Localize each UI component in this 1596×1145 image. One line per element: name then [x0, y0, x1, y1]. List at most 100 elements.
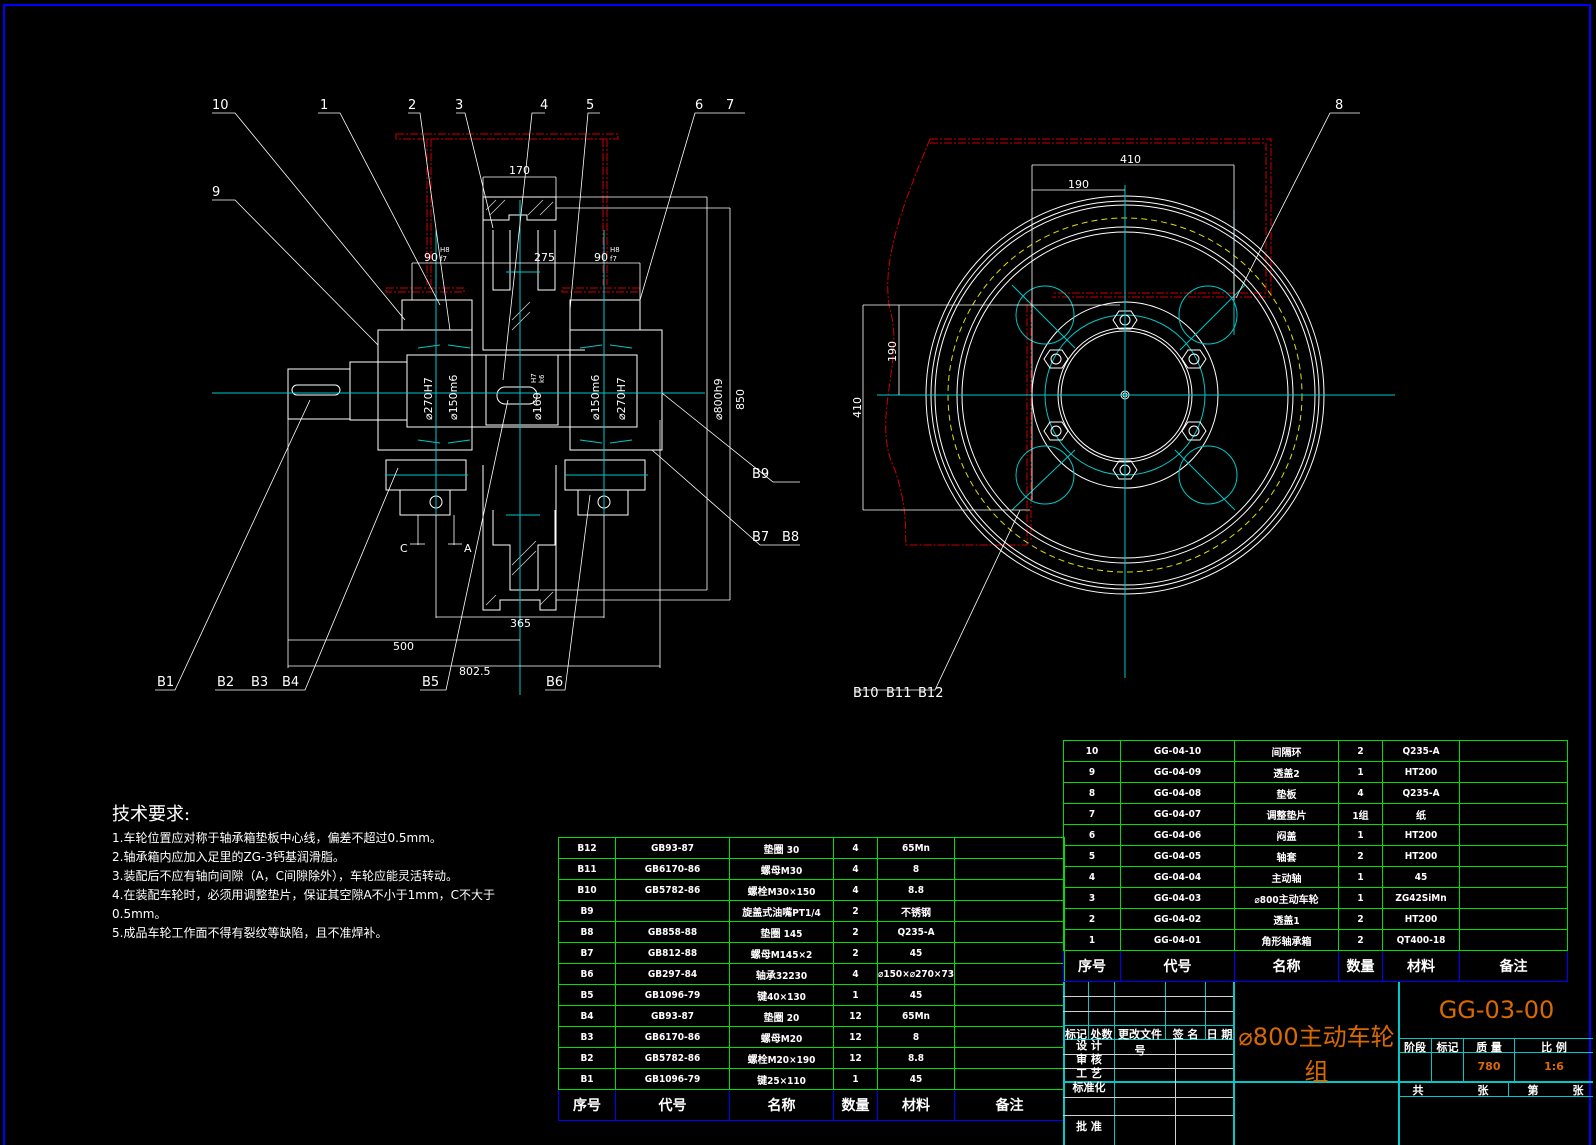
cell-name: 透盖1 [1234, 908, 1339, 930]
cell-code: GG-04-09 [1120, 761, 1235, 783]
std-label-b11: B11 [886, 686, 911, 701]
std-label-b2: B2 [217, 675, 234, 690]
sheet-no-label: 第 [1527, 1084, 1539, 1097]
gap-a-label: A [464, 542, 472, 555]
cell-qty: 2 [1338, 929, 1383, 951]
cell-note [1459, 908, 1568, 930]
cell-material: 65Mn [877, 837, 955, 859]
cell-note [1459, 824, 1568, 846]
dim-150m6-left: ⌀150m6 [447, 375, 460, 420]
cell-no: B12 [558, 837, 616, 859]
cell-note [954, 963, 1065, 985]
cell-note [954, 1026, 1065, 1048]
rev-header-count: 处数 [1090, 1028, 1113, 1041]
cell-material: HT200 [1382, 761, 1460, 783]
column-header: 代号 [1120, 950, 1235, 982]
cell-note [1459, 866, 1568, 888]
cell-note [954, 1068, 1065, 1090]
cell-name: 调整垫片 [1234, 803, 1339, 825]
bearing-box-right [564, 299, 663, 516]
cell-code: GG-04-02 [1120, 908, 1235, 930]
cell-note [1459, 761, 1568, 783]
sheet-no-suffix: 张 [1572, 1084, 1584, 1097]
dim-500: 500 [393, 640, 414, 653]
cell-qty: 4 [833, 837, 878, 859]
dimension-lines-front [287, 176, 731, 668]
cell-code: GB93-87 [615, 1005, 730, 1027]
column-header: 材料 [877, 1089, 955, 1121]
cell-code: GB6170-86 [615, 858, 730, 880]
cell-material: ⌀150×⌀270×73 [877, 963, 955, 985]
cell-no: 3 [1063, 887, 1121, 909]
cell-no: B2 [558, 1047, 616, 1069]
cell-no: B3 [558, 1026, 616, 1048]
cell-qty: 1 [1338, 887, 1383, 909]
cell-code: GG-04-01 [1120, 929, 1235, 951]
role-design: 设 计 [1076, 1039, 1102, 1052]
cell-code: GB6170-86 [615, 1026, 730, 1048]
mass-label: 质 量 [1476, 1041, 1502, 1054]
cell-no: B5 [558, 984, 616, 1006]
cell-name: 螺母M145×2 [729, 942, 834, 964]
tech-requirements-title: 技术要求: [112, 804, 191, 825]
drawing-number: GG-03-00 [1438, 996, 1555, 1024]
cell-name: 键25×110 [729, 1068, 834, 1090]
cell-note [954, 1005, 1065, 1027]
cell-material: ZG42SiMn [1382, 887, 1460, 909]
cell-name: 螺母M30 [729, 858, 834, 880]
std-label-b1: B1 [157, 675, 174, 690]
cell-qty: 4 [833, 963, 878, 985]
dim-270H7-left: ⌀270H7 [422, 377, 435, 420]
dim-365: 365 [510, 617, 531, 630]
cell-material: 不锈钢 [877, 900, 955, 922]
dim-850: 850 [734, 389, 747, 410]
cell-qty: 4 [833, 879, 878, 901]
column-header: 序号 [558, 1089, 616, 1121]
cell-note [954, 837, 1065, 859]
cell-material: 45 [877, 1068, 955, 1090]
side-view: 8 B10 B11 B12 410 190 190 410 [851, 98, 1395, 701]
part-label-2: 2 [408, 98, 416, 113]
cell-note [1459, 803, 1568, 825]
cell-name: 间隔环 [1234, 740, 1339, 762]
table-header-row: 序号代号名称数量材料备注 [558, 1089, 1065, 1121]
cell-code: GB5782-86 [615, 879, 730, 901]
cell-no: 1 [1063, 929, 1121, 951]
cell-code: GG-04-04 [1120, 866, 1235, 888]
dim-800h9: ⌀800h9 [712, 378, 725, 420]
part-label-7: 7 [726, 98, 734, 113]
role-review: 审 核 [1076, 1053, 1102, 1066]
cell-code: GG-04-10 [1120, 740, 1235, 762]
cell-material: 8 [877, 1026, 955, 1048]
cell-code: GG-04-08 [1120, 782, 1235, 804]
cell-no: 10 [1063, 740, 1121, 762]
cell-material: 45 [877, 942, 955, 964]
role-approve: 批 准 [1076, 1120, 1102, 1133]
cell-code: GB812-88 [615, 942, 730, 964]
cell-note [1459, 887, 1568, 909]
cell-note [1459, 845, 1568, 867]
cell-material: 65Mn [877, 1005, 955, 1027]
tech-item: 1.车轮位置应对称于轴承箱垫板中心线，偏差不超过0.5mm。 [112, 831, 442, 845]
cell-code: GB5782-86 [615, 1047, 730, 1069]
cell-material: 8 [877, 858, 955, 880]
cell-name: 透盖2 [1234, 761, 1339, 783]
tech-item: 4.在装配车轮时，必须用调整垫片，保证其空隙A不小于1mm，C不大于 [112, 888, 496, 902]
cell-material: 45 [1382, 866, 1460, 888]
front-view: 10 1 2 3 4 5 6 7 9 B1 B2 B3 B4 B5 B6 B7 … [155, 98, 800, 695]
cell-no: 2 [1063, 908, 1121, 930]
cell-no: B8 [558, 921, 616, 943]
dim-90-right-tol-top: H8 [610, 246, 620, 254]
cell-material: 8.8 [877, 1047, 955, 1069]
std-label-b9: B9 [752, 467, 769, 482]
dimension-lines-side [862, 164, 1235, 511]
